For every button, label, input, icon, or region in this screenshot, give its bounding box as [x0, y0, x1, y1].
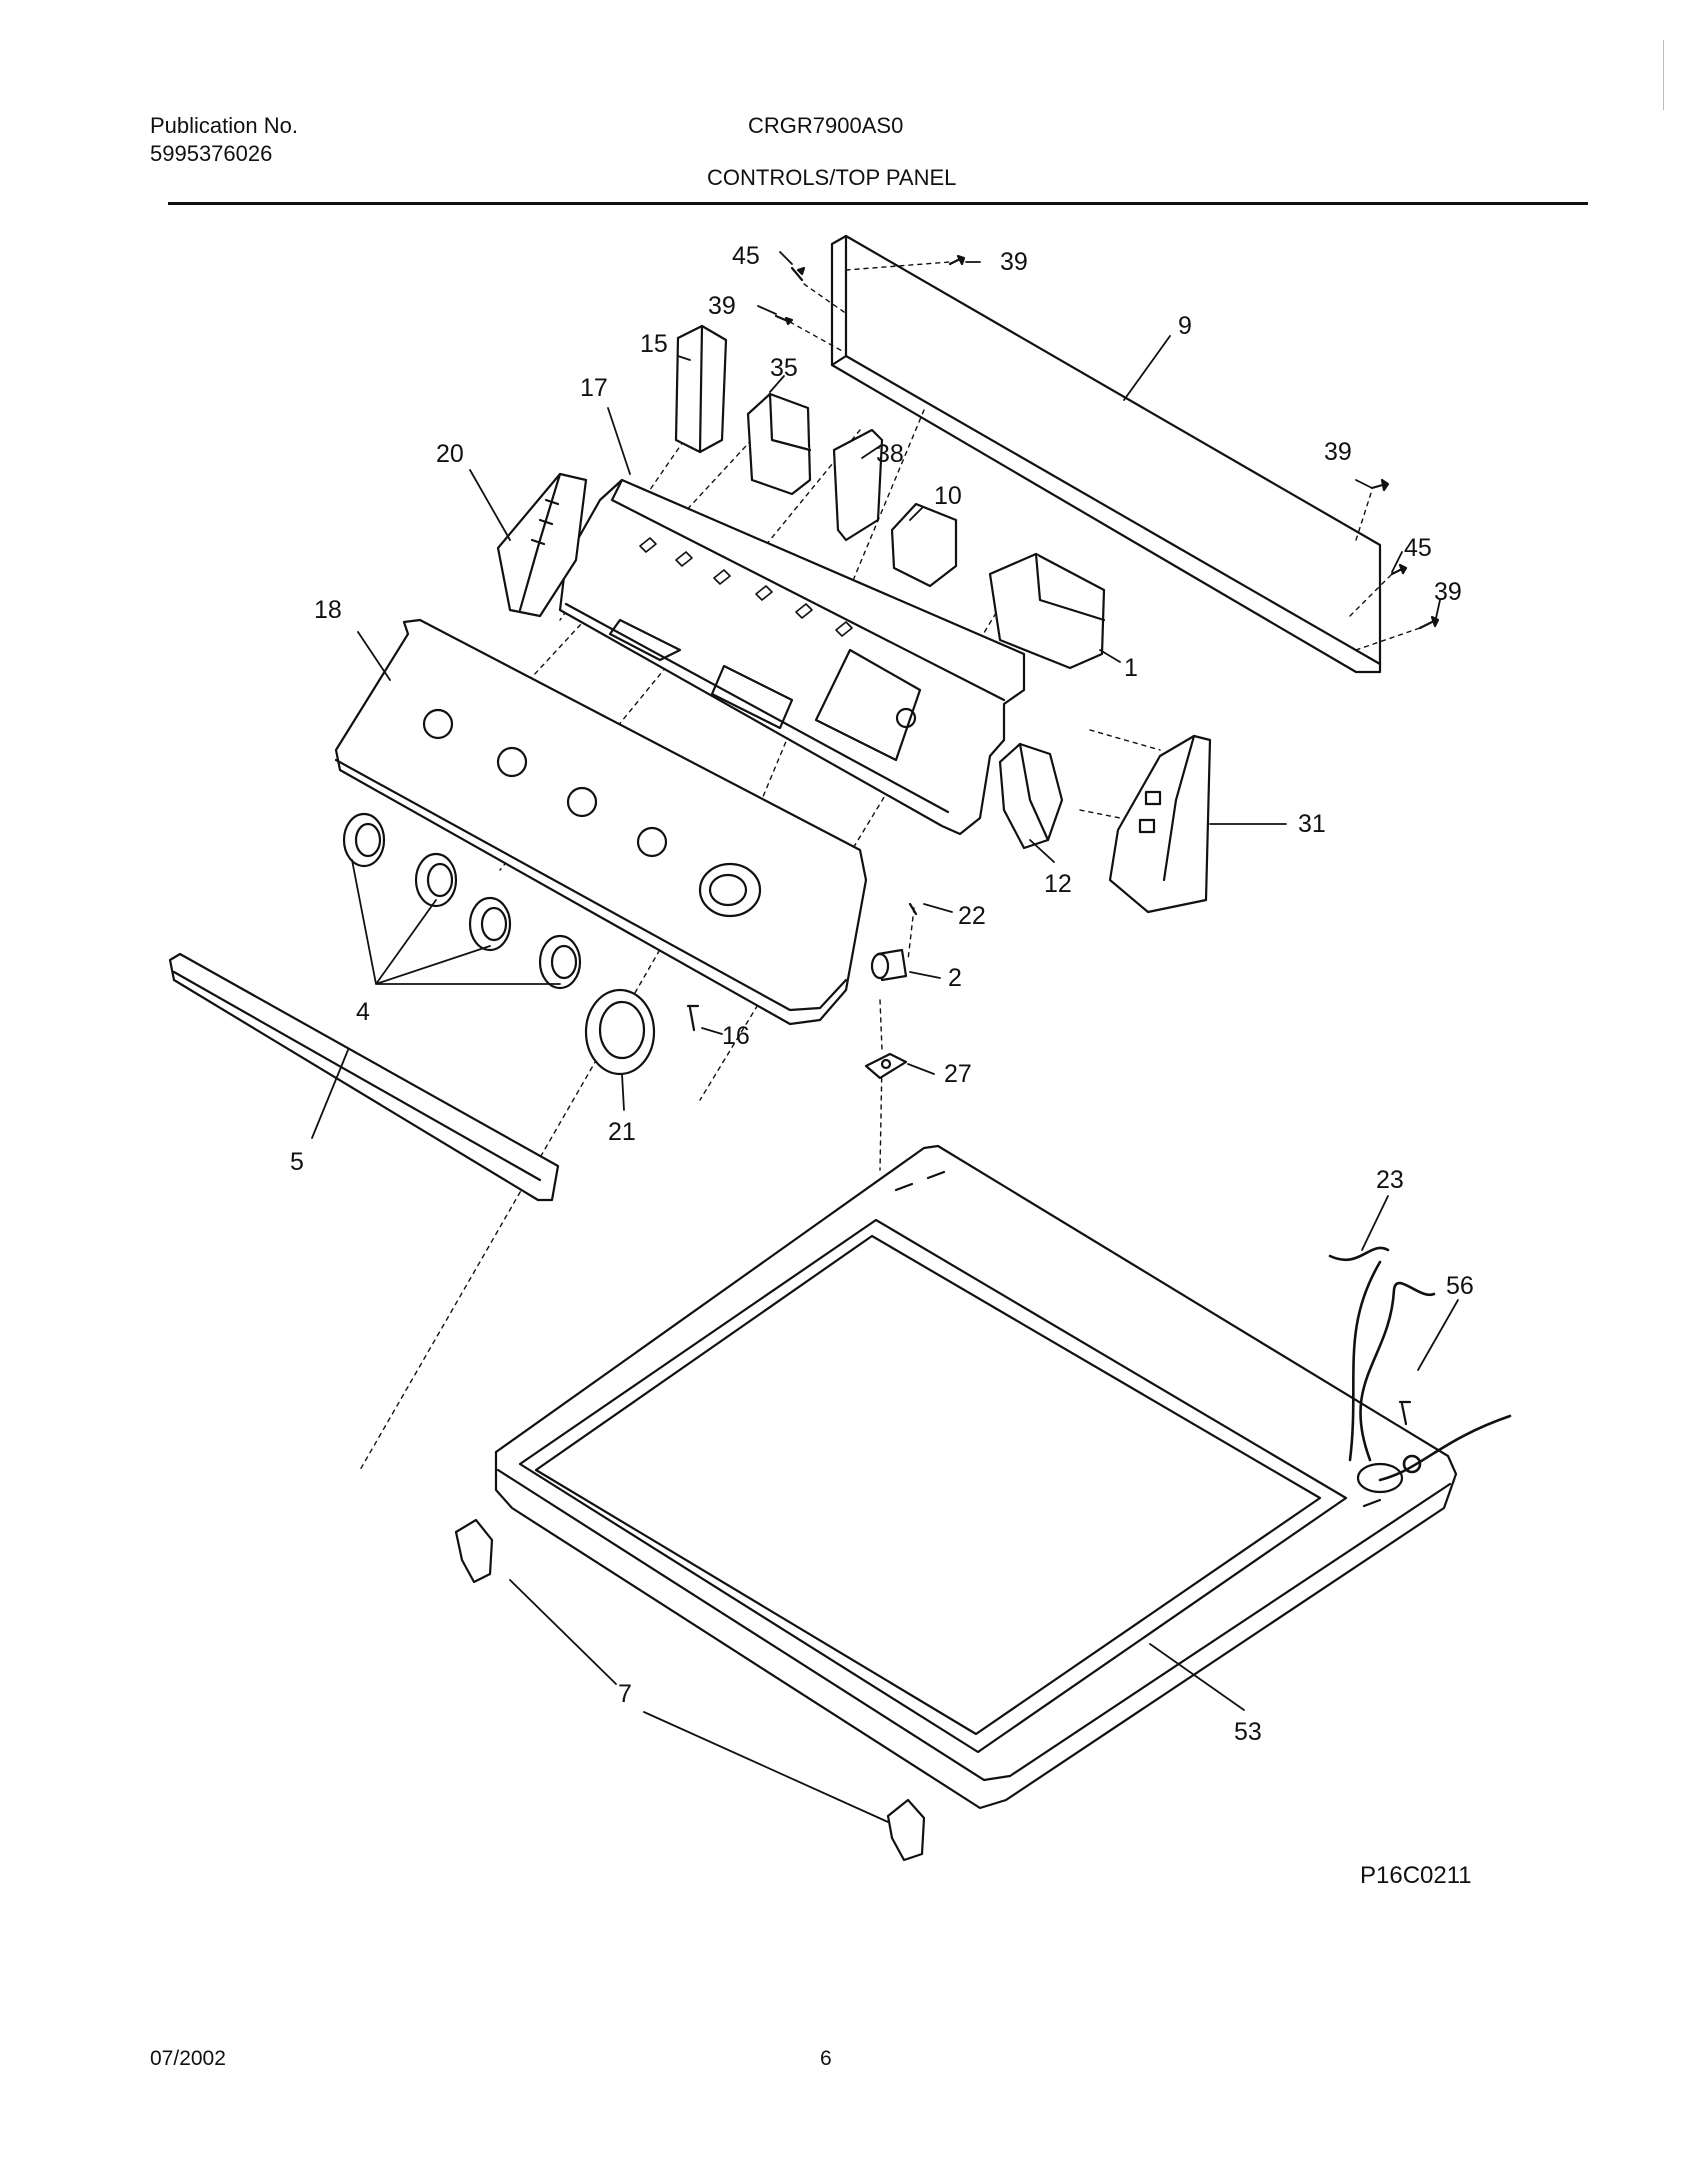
control-knobs — [342, 812, 582, 990]
callout-labels: 45 39 39 9 15 35 17 38 10 20 39 45 39 18… — [290, 242, 1474, 1746]
callout-45-top: 45 — [732, 242, 760, 270]
callout-20: 20 — [436, 440, 464, 468]
callout-53: 53 — [1234, 1718, 1262, 1746]
section-title: CONTROLS/TOP PANEL — [707, 165, 957, 190]
callout-39-right: 39 — [1324, 438, 1352, 466]
control-console — [558, 478, 1026, 836]
callout-22: 22 — [958, 902, 986, 930]
callout-4: 4 — [356, 998, 370, 1026]
timer-knob — [584, 988, 656, 1076]
header-rule — [168, 202, 1588, 205]
callout-10: 10 — [934, 482, 962, 510]
callout-45-right: 45 — [1404, 534, 1432, 562]
front-trim-strip — [168, 952, 560, 1202]
publication-number: 5995376026 — [150, 141, 273, 166]
leveling-feet — [454, 1518, 926, 1862]
left-end-cap — [496, 472, 588, 618]
callout-39-top-right: 39 — [1000, 248, 1028, 276]
electrical-components — [674, 324, 1106, 850]
callout-5: 5 — [290, 1148, 304, 1176]
screw-icons — [686, 254, 1440, 1426]
control-panel-overlay — [334, 618, 868, 1026]
callout-15: 15 — [640, 330, 668, 358]
publication-label: Publication No. — [150, 113, 298, 138]
callout-31: 31 — [1298, 810, 1326, 838]
callout-7: 7 — [618, 1680, 632, 1708]
callout-2: 2 — [948, 964, 962, 992]
callout-9: 9 — [1178, 312, 1192, 340]
right-end-cap — [1108, 734, 1212, 914]
callout-35: 35 — [770, 354, 798, 382]
figure-code: P16C0211 — [1360, 1862, 1472, 1889]
scan-edge-mark — [1663, 40, 1664, 110]
leader-lines — [311, 251, 1459, 1823]
callout-12: 12 — [1044, 870, 1072, 898]
callout-1: 1 — [1124, 654, 1138, 682]
backsplash-panel — [830, 234, 1382, 674]
callout-16: 16 — [722, 1022, 750, 1050]
callout-56: 56 — [1446, 1272, 1474, 1300]
publication-date: 07/2002 — [150, 2047, 226, 2070]
wire-harness — [1328, 1246, 1512, 1482]
model-number: CRGR7900AS0 — [748, 113, 904, 138]
callout-39-bottom-right: 39 — [1434, 578, 1462, 606]
top-cover — [494, 1144, 1458, 1810]
small-fasteners — [864, 948, 908, 1080]
callout-27: 27 — [944, 1060, 972, 1088]
callout-23: 23 — [1376, 1166, 1404, 1194]
callout-18: 18 — [314, 596, 342, 624]
callout-21: 21 — [608, 1118, 636, 1146]
callout-17: 17 — [580, 374, 608, 402]
callout-39-top-left: 39 — [708, 292, 736, 320]
page-number: 6 — [820, 2047, 832, 2070]
callout-38: 38 — [876, 440, 904, 468]
